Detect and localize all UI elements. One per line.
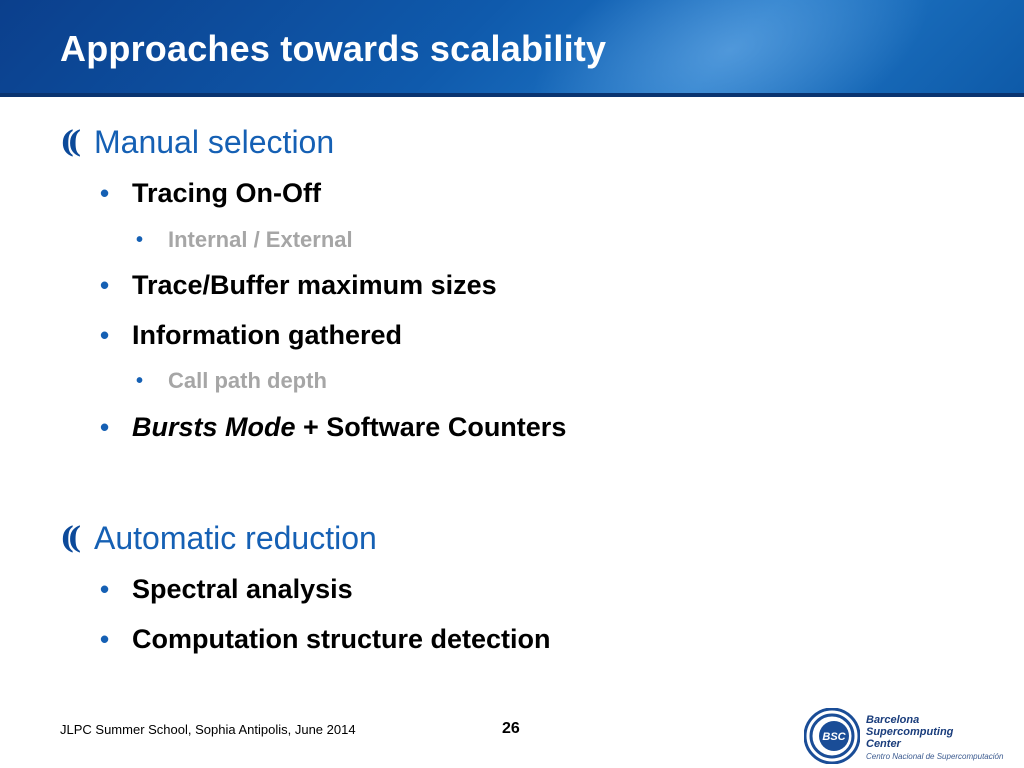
bsc-name-line1: Barcelona [866,714,920,726]
section-heading-automatic: (( Automatic reduction [60,520,377,557]
header-rule [0,93,1024,97]
bullet-item: • Tracing On-Off [100,178,321,209]
bullet-item: • Spectral analysis [100,574,353,605]
bsc-name-line2: Supercomputing [866,726,954,738]
header-bar: Approaches towards scalability [0,0,1024,93]
bullet-text-rest: + Software Counters [295,412,567,442]
section-heading-manual: (( Manual selection [60,124,334,161]
footer-event: JLPC Summer School, Sophia Antipolis, Ju… [60,722,356,737]
section-heading-text: Automatic reduction [94,520,377,556]
bullet-text: Spectral analysis [132,574,353,604]
bullet-text: Information gathered [132,320,403,350]
bullet-icon: • [100,412,110,442]
bsc-logo-icon: BSC [804,708,860,764]
bsc-subtitle: Centro Nacional de Supercomputación [866,752,1004,761]
bullet-text: Tracing On-Off [132,178,321,208]
bullet-item: • Computation structure detection [100,624,551,655]
bullet-text: Computation structure detection [132,624,551,654]
section-heading-text: Manual selection [94,124,335,160]
slide-title: Approaches towards scalability [60,28,607,69]
sub-bullet-text: Internal / External [168,227,353,252]
bullet-text: Trace/Buffer maximum sizes [132,270,497,300]
bullet-icon: • [136,369,144,392]
section-marker-icon: (( [60,520,81,556]
sub-bullet-item: • Internal / External [136,227,353,253]
bsc-name-line3: Center [866,738,901,750]
bsc-name: Barcelona Supercomputing Center [866,714,953,750]
bullet-text-italic: Bursts Mode [132,412,296,442]
sub-bullet-text: Call path depth [168,368,327,393]
bsc-logo: BSC Barcelona Supercomputing Center Cent… [804,708,1014,764]
bullet-item: • Bursts Mode + Software Counters [100,412,566,443]
bullet-icon: • [100,178,110,208]
bullet-item: • Trace/Buffer maximum sizes [100,270,497,301]
sub-bullet-item: • Call path depth [136,368,327,394]
bullet-icon: • [100,624,110,654]
bullet-icon: • [136,228,144,251]
bsc-badge-text: BSC [822,731,846,743]
bullet-icon: • [100,320,110,350]
bullet-icon: • [100,270,110,300]
bullet-icon: • [100,574,110,604]
bullet-item: • Information gathered [100,320,402,351]
page-number: 26 [502,720,520,737]
bullet-text: Bursts Mode + Software Counters [132,412,566,443]
section-marker-icon: (( [60,124,81,160]
